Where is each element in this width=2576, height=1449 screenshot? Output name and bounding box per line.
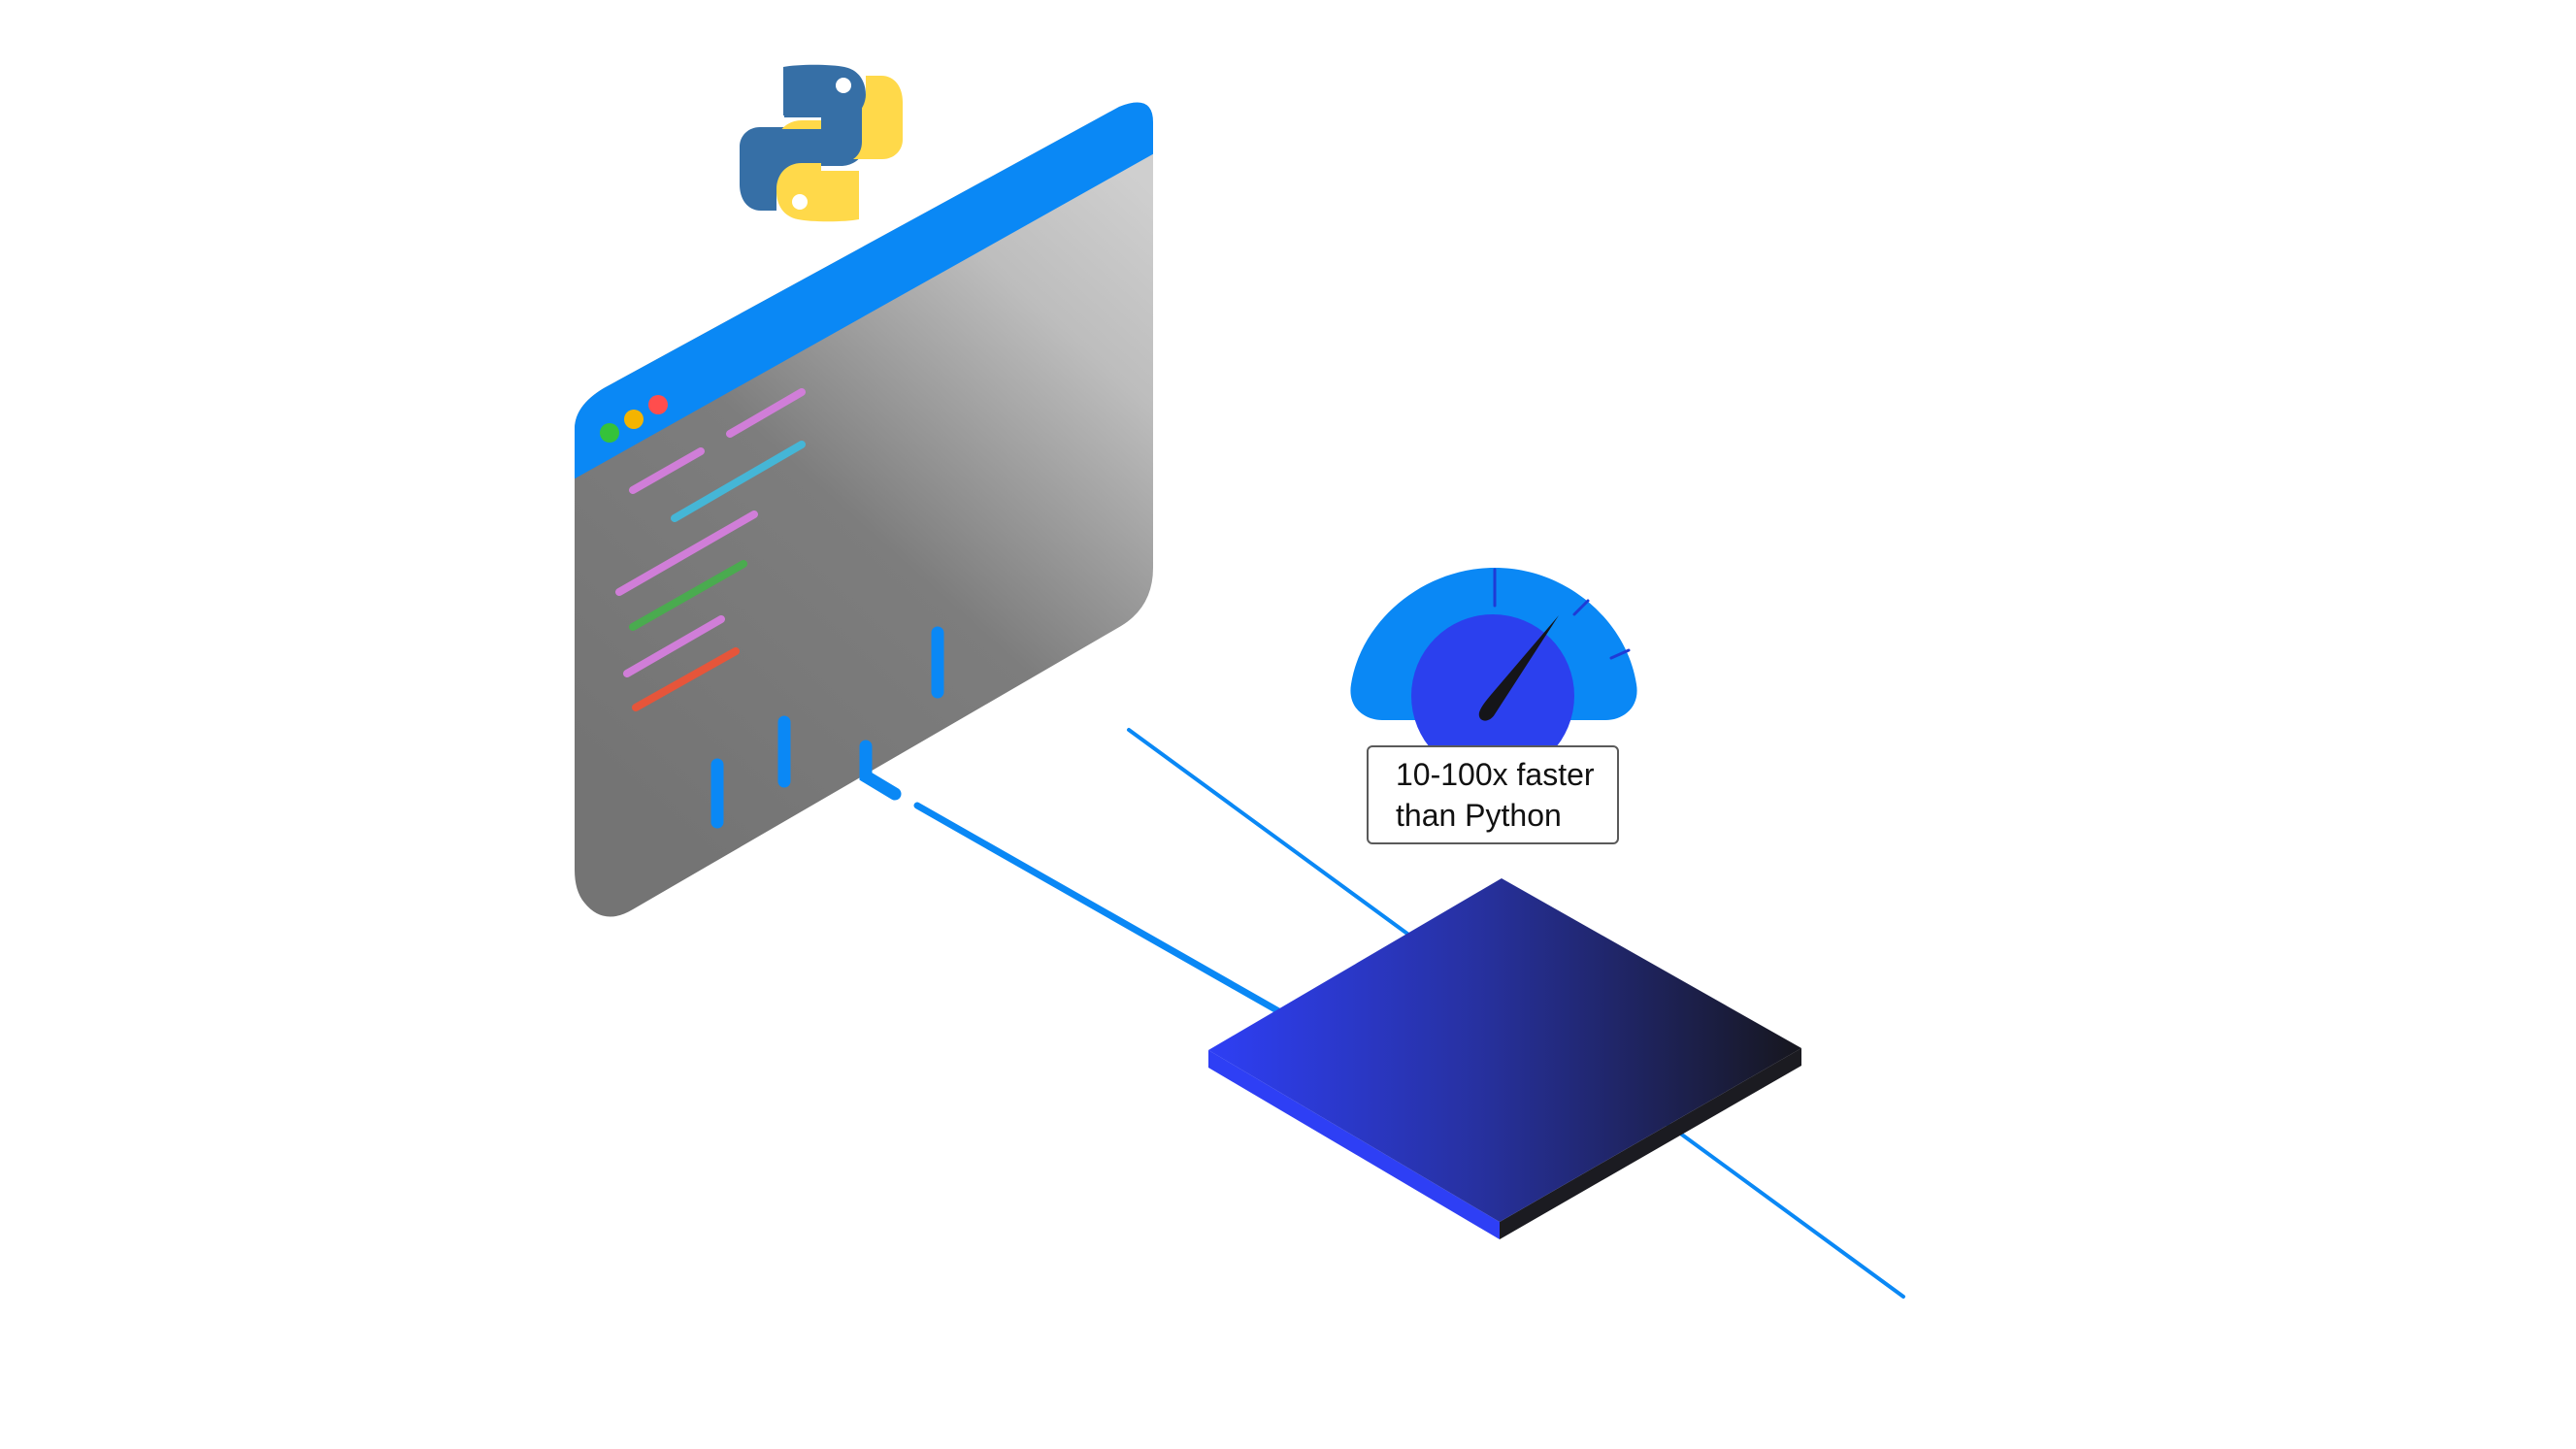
chip-side-left xyxy=(1208,1050,1500,1239)
code-line xyxy=(629,447,705,494)
speedometer-ticks xyxy=(1493,568,1631,660)
window-control-dots xyxy=(600,395,668,443)
connection-line-front xyxy=(913,802,1300,1025)
python-logo-blue-top xyxy=(742,67,862,208)
speedometer-needle xyxy=(1478,615,1559,721)
data-bar-corner xyxy=(859,740,902,801)
window-dot-yellow xyxy=(624,410,644,429)
python-logo-yellow-eye xyxy=(792,194,808,210)
data-bars xyxy=(710,626,944,829)
code-line xyxy=(629,560,747,631)
speed-callout-box: 10-100x faster than Python xyxy=(1367,745,1619,844)
code-line xyxy=(615,510,758,596)
python-logo-icon xyxy=(740,64,903,222)
python-logo-blue-eye xyxy=(836,78,851,93)
speedometer-icon xyxy=(1350,568,1637,777)
code-lines xyxy=(615,388,806,711)
code-line xyxy=(623,615,725,677)
code-line xyxy=(726,388,806,438)
code-editor-window-icon xyxy=(575,102,1153,917)
window-dot-red xyxy=(648,395,668,414)
chip-top-face xyxy=(1208,878,1801,1222)
processor-chip-icon xyxy=(1208,878,1801,1239)
speed-callout-line-2: than Python xyxy=(1396,798,1562,833)
code-line xyxy=(632,647,740,711)
chip-side-right xyxy=(1500,1048,1801,1239)
window-dot-green xyxy=(600,423,619,443)
code-line xyxy=(671,441,806,522)
speed-callout-line-1: 10-100x faster xyxy=(1396,757,1595,792)
editor-screen xyxy=(575,102,1153,917)
